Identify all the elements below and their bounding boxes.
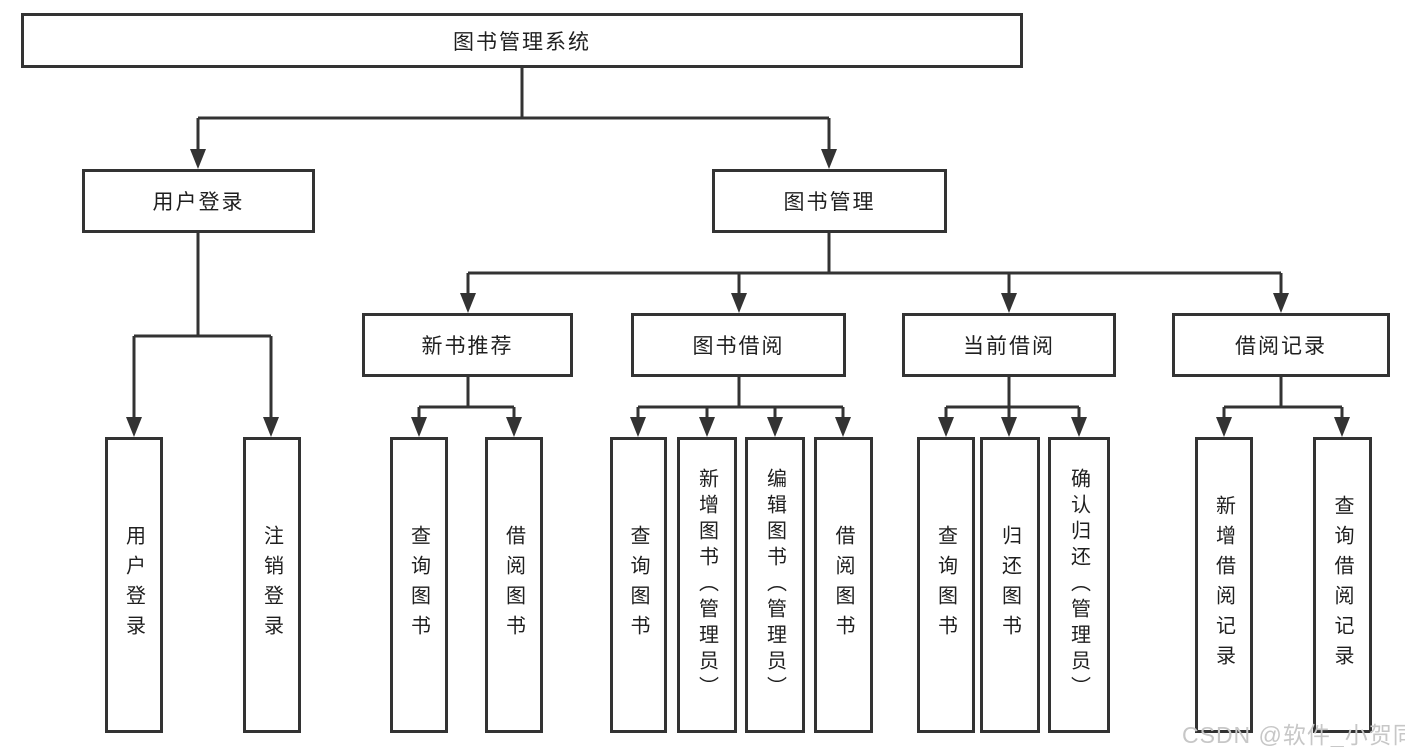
leaf-edit-books-admin: 编辑图书（管理员） xyxy=(745,437,805,733)
node-current-borrowing: 当前借阅 xyxy=(902,313,1116,377)
leaf-add-borrow-record: 新增借阅记录 xyxy=(1195,437,1253,733)
leaf-query-borrow-record: 查询借阅记录 xyxy=(1313,437,1372,733)
leaf-query-books-current: 查询图书 xyxy=(917,437,975,733)
node-book-management-system: 图书管理系统 xyxy=(21,13,1023,68)
leaf-confirm-return-admin: 确认归还（管理员） xyxy=(1048,437,1110,733)
leaf-query-books-recommend: 查询图书 xyxy=(390,437,448,733)
node-book-management: 图书管理 xyxy=(712,169,947,233)
node-book-borrowing: 图书借阅 xyxy=(631,313,846,377)
csdn-watermark: CSDN @软件_小贺同学 xyxy=(1182,722,1405,747)
leaf-user-login: 用户登录 xyxy=(105,437,163,733)
node-user-login: 用户登录 xyxy=(82,169,315,233)
leaf-logout: 注销登录 xyxy=(243,437,301,733)
leaf-add-books-admin: 新增图书（管理员） xyxy=(677,437,737,733)
leaf-return-books: 归还图书 xyxy=(980,437,1040,733)
node-borrowing-records: 借阅记录 xyxy=(1172,313,1390,377)
node-new-book-recommendation: 新书推荐 xyxy=(362,313,573,377)
leaf-query-books-borrowing: 查询图书 xyxy=(610,437,667,733)
leaf-borrow-books-recommend: 借阅图书 xyxy=(485,437,543,733)
leaf-borrow-books-borrowing: 借阅图书 xyxy=(814,437,873,733)
